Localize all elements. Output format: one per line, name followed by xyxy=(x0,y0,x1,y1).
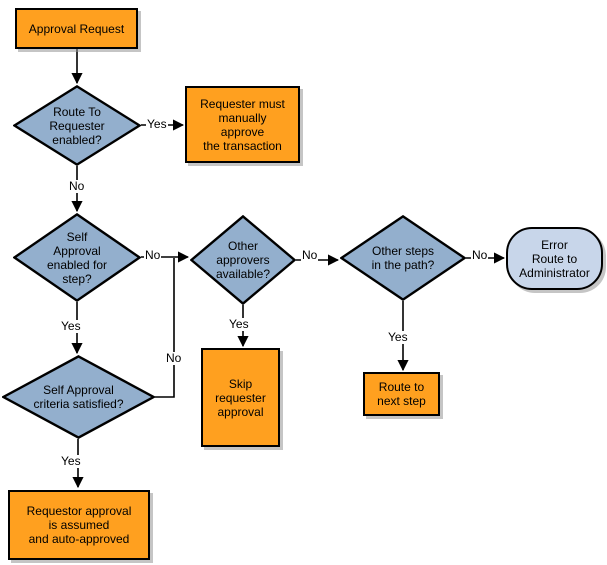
node-other-approvers-available[interactable]: Other approvers available? xyxy=(190,215,296,305)
edge-label-no-route-to-requester: No xyxy=(68,179,86,193)
node-label: Route to next step xyxy=(377,380,426,408)
diamond-shape xyxy=(340,215,466,301)
edge-label-yes-criteria-satisfied: Yes xyxy=(60,454,82,468)
edge-label-no-other-steps: No xyxy=(471,248,489,262)
node-label: Requester must manually approve the tran… xyxy=(200,96,285,153)
diamond-shape xyxy=(13,85,141,166)
diamond-shape xyxy=(2,355,155,439)
edge-label-no-criteria-satisfied: No xyxy=(165,351,183,365)
node-label: Self Approval criteria satisfied? xyxy=(33,383,124,411)
node-route-to-requester-enabled[interactable]: Route To Requester enabled? xyxy=(13,85,141,166)
node-label: Requestor approval is assumed and auto-a… xyxy=(26,504,132,546)
node-approval-request[interactable]: Approval Request xyxy=(15,8,138,49)
edge-label-yes-other-approvers: Yes xyxy=(228,317,250,331)
diamond-shape xyxy=(190,215,296,305)
node-other-steps-in-the-path[interactable]: Other steps in the path? xyxy=(340,215,466,301)
node-error-route-to-administrator[interactable]: Error Route to Administrator xyxy=(506,227,603,290)
edge-label-yes-route-to-requester: Yes xyxy=(146,117,168,131)
node-requester-must-manually-approve[interactable]: Requester must manually approve the tran… xyxy=(185,86,300,163)
edge-label-yes-other-steps: Yes xyxy=(387,330,409,344)
diamond-shape xyxy=(13,213,141,302)
edge-label-yes-self-approval-enabled: Yes xyxy=(60,319,82,333)
node-skip-requester-approval[interactable]: Skip requester approval xyxy=(201,348,280,447)
node-requestor-approval-auto[interactable]: Requestor approval is assumed and auto-a… xyxy=(8,490,150,560)
node-self-approval-enabled-for-step[interactable]: Self Approval enabled for step? xyxy=(13,213,141,302)
node-label: Error Route to Administrator xyxy=(519,237,590,280)
node-label: Other approvers available? xyxy=(215,239,271,281)
node-self-approval-criteria-satisfied[interactable]: Self Approval criteria satisfied? xyxy=(2,355,155,439)
node-label: Route To Requester enabled? xyxy=(49,104,105,147)
edge-criteria-no xyxy=(155,258,175,398)
edge-label-no-other-approvers: No xyxy=(301,248,319,262)
edge-label-no-self-approval-enabled: No xyxy=(144,248,162,262)
node-label: Skip requester approval xyxy=(215,376,266,419)
node-label: Other steps in the path? xyxy=(371,244,435,272)
node-label: Approval Request xyxy=(28,21,125,36)
node-route-to-next-step[interactable]: Route to next step xyxy=(363,372,440,416)
node-label: Self Approval enabled for step? xyxy=(46,229,108,286)
